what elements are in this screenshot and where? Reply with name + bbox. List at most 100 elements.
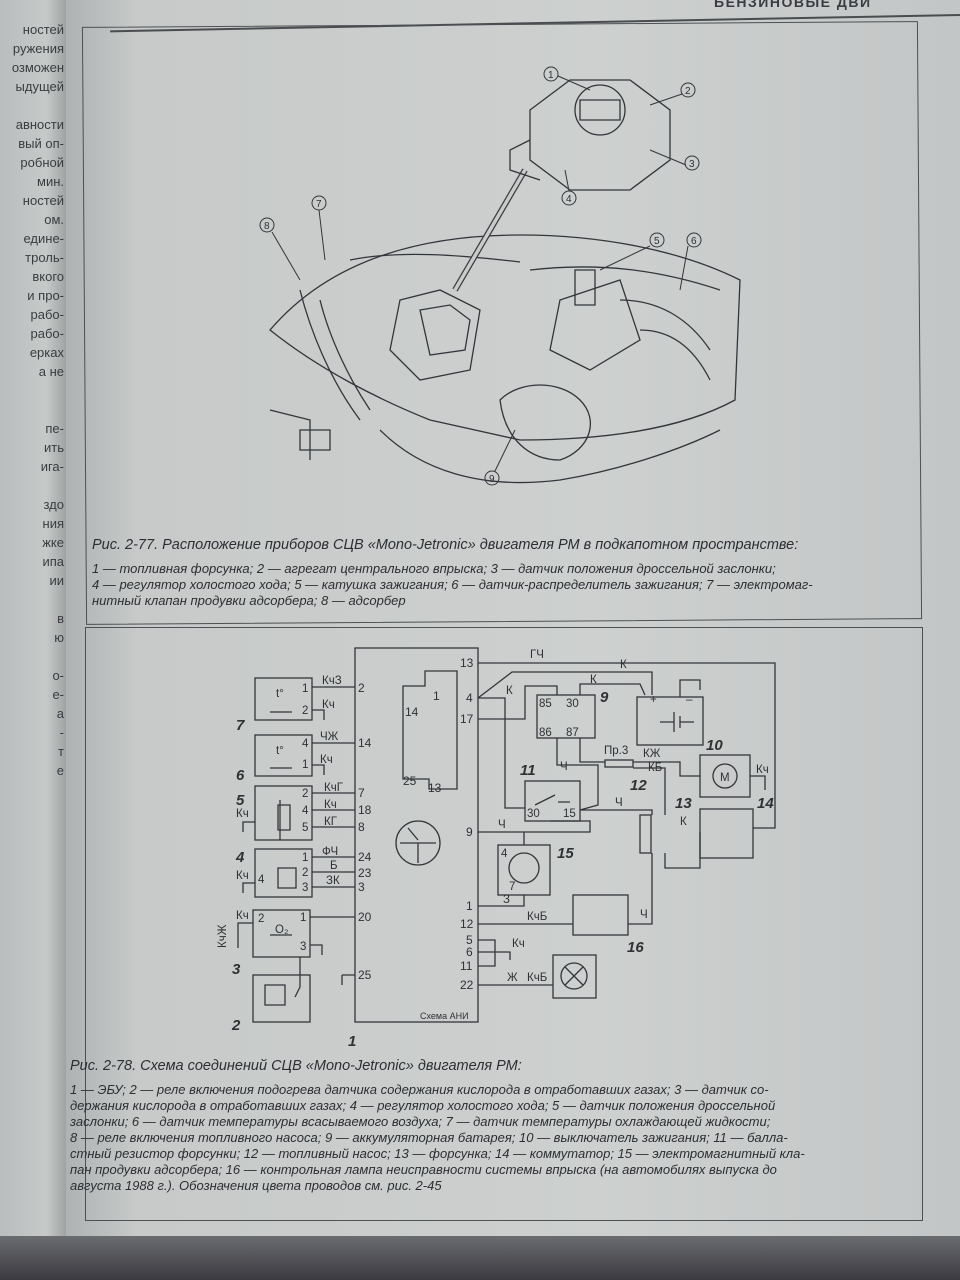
- figure-2-77-callouts: 1 2 3 4 5 6 7 8 9: [259, 66, 702, 486]
- svg-text:Схема АНИ: Схема АНИ: [420, 1011, 469, 1021]
- previous-page-line: робной: [20, 155, 64, 170]
- previous-page-line: ыдущей: [15, 79, 64, 94]
- previous-page-line: вкого: [32, 269, 64, 284]
- svg-text:11: 11: [460, 959, 473, 973]
- svg-text:3: 3: [689, 159, 695, 170]
- svg-text:КчЗ: КчЗ: [322, 675, 342, 687]
- svg-text:12: 12: [630, 777, 647, 794]
- figure-2-77-title: Рис. 2-77. Расположение приборов СЦВ «Mo…: [92, 537, 799, 553]
- previous-page-line: озможен: [11, 60, 64, 75]
- svg-text:12: 12: [460, 917, 474, 931]
- svg-text:Ж: Ж: [507, 972, 518, 984]
- previous-page-line: вый оп-: [18, 136, 64, 151]
- svg-text:ЗК: ЗК: [326, 875, 340, 887]
- ecu-transistor-symbol: [395, 820, 441, 866]
- svg-text:КчГ: КчГ: [324, 782, 344, 794]
- previous-page-line: ностей: [22, 22, 64, 37]
- shadow-below-page: [0, 1236, 960, 1280]
- svg-text:4: 4: [235, 849, 245, 866]
- svg-text:Кч: Кч: [512, 938, 525, 950]
- figure-2-77-caption: Рис. 2-77. Расположение приборов СЦВ «Mo…: [92, 537, 912, 609]
- svg-text:8: 8: [358, 820, 365, 834]
- svg-text:Кч: Кч: [756, 764, 769, 776]
- svg-text:9: 9: [600, 689, 609, 706]
- svg-text:4: 4: [466, 691, 473, 705]
- svg-text:КЖ: КЖ: [643, 748, 661, 760]
- previous-page-line: т: [58, 744, 64, 759]
- svg-text:Кч: Кч: [236, 808, 249, 820]
- previous-page-line: ерках: [29, 345, 64, 360]
- svg-text:9: 9: [489, 474, 495, 485]
- svg-text:Кч: Кч: [236, 870, 249, 882]
- svg-text:7: 7: [358, 786, 365, 800]
- throttle-position-sensor-5: [254, 785, 313, 841]
- svg-text:Кч: Кч: [320, 754, 333, 766]
- svg-text:1: 1: [300, 912, 306, 924]
- svg-text:2: 2: [685, 86, 691, 97]
- previous-page-line: е-: [52, 687, 64, 702]
- previous-page-line: ностей: [22, 193, 64, 208]
- air-temp-sensor-6: [254, 734, 313, 777]
- svg-text:18: 18: [358, 803, 372, 817]
- svg-text:5: 5: [654, 236, 660, 247]
- svg-text:К: К: [506, 685, 513, 697]
- previous-page-line: мин.: [37, 174, 64, 189]
- figure-2-77-legend: 1 — топливная форсунка; 2 — агрегат цент…: [92, 561, 912, 609]
- svg-text:24: 24: [358, 850, 372, 864]
- svg-text:4: 4: [302, 805, 309, 817]
- engine-bay-drawing: [269, 79, 741, 484]
- svg-text:ГЧ: ГЧ: [530, 649, 544, 661]
- svg-text:13: 13: [428, 781, 442, 795]
- idle-regulator-4: [254, 848, 313, 898]
- svg-text:t°: t°: [276, 745, 284, 757]
- svg-text:5: 5: [302, 822, 308, 834]
- fuel-pump-relay-8: [536, 694, 596, 739]
- previous-page-line: а: [56, 706, 64, 721]
- svg-text:10: 10: [706, 737, 723, 754]
- svg-text:4: 4: [302, 738, 309, 750]
- previous-page-line: в: [57, 611, 64, 626]
- svg-text:4: 4: [566, 194, 572, 205]
- svg-text:Ч: Ч: [560, 761, 568, 773]
- svg-text:6: 6: [236, 767, 245, 784]
- svg-text:M: M: [720, 772, 730, 784]
- previous-page-line: рабо-: [30, 307, 64, 322]
- svg-text:30: 30: [527, 808, 540, 820]
- svg-text:23: 23: [358, 866, 372, 880]
- svg-text:Ч: Ч: [498, 819, 506, 831]
- svg-text:К: К: [620, 659, 627, 671]
- svg-text:3: 3: [358, 880, 365, 894]
- svg-text:6: 6: [691, 236, 697, 247]
- previous-page-line: троль-: [25, 250, 64, 265]
- legend-line: нитный клапан продувки адсорбера; 8 — ад…: [92, 593, 406, 608]
- svg-text:7: 7: [316, 199, 322, 210]
- previous-page-line: рабо-: [30, 326, 64, 341]
- figure-2-78-title: Рис. 2-78. Схема соединений СЦВ «Mono-Je…: [70, 1058, 522, 1074]
- legend-line: 4 — регулятор холостого хода; 5 — катушк…: [92, 577, 813, 592]
- previous-page-line: и про-: [27, 288, 64, 303]
- svg-text:2: 2: [302, 867, 308, 879]
- svg-text:6: 6: [466, 945, 473, 959]
- heater-relay-2: [252, 974, 311, 1023]
- svg-text:1: 1: [348, 1033, 356, 1050]
- svg-text:КчБ: КчБ: [527, 911, 547, 923]
- battery-9: [636, 696, 704, 746]
- legend-line: держания кислорода в отработавших газах;…: [70, 1098, 776, 1113]
- svg-text:86: 86: [539, 727, 552, 739]
- previous-page-line: авности: [15, 117, 64, 132]
- svg-text:Б: Б: [330, 860, 338, 872]
- svg-text:O₂: O₂: [275, 924, 288, 936]
- svg-text:14: 14: [358, 736, 372, 750]
- legend-line: 1 — ЭБУ; 2 — реле включения подогрева да…: [70, 1082, 769, 1097]
- previous-page-line: ния: [42, 516, 64, 531]
- ecu-connector: [402, 670, 458, 790]
- oxygen-sensor-3: [252, 909, 311, 958]
- purge-valve-15: [572, 894, 629, 936]
- svg-text:30: 30: [566, 698, 579, 710]
- legend-line: 8 — реле включения топливного насоса; 9 …: [70, 1130, 788, 1145]
- svg-text:Кч: Кч: [322, 699, 335, 711]
- svg-text:22: 22: [460, 978, 474, 992]
- svg-text:КБ: КБ: [648, 762, 662, 774]
- svg-text:Пр.3: Пр.3: [604, 745, 628, 757]
- svg-text:К: К: [680, 816, 687, 828]
